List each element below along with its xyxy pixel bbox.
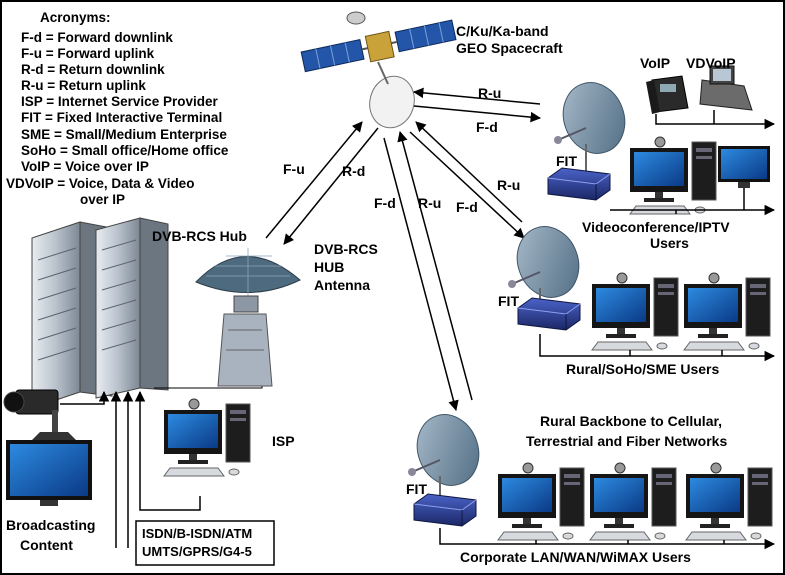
antenna-label-line3: Antenna	[314, 277, 370, 293]
legend-item-soho: SoHo = Small office/Home office	[21, 143, 229, 158]
arrow-ru-mid	[415, 121, 523, 223]
networks-box	[135, 520, 275, 566]
legend-item-isp: ISP = Internet Service Provider	[21, 94, 218, 109]
legend-item-ru: R-u = Return uplink	[21, 78, 146, 93]
link-label-fu: F-u	[283, 161, 305, 177]
fit-modem-icon	[517, 297, 581, 331]
arrow-return-downlink	[283, 127, 379, 245]
fit-label-bottom: FIT	[406, 481, 427, 497]
link-label-ru-mid: R-u	[497, 177, 520, 193]
corporate-users-label: Corporate LAN/WAN/WiMAX Users	[460, 549, 691, 565]
spacecraft-label-line1: C/Ku/Ka-band	[456, 23, 549, 39]
voip-phone-icon	[646, 75, 689, 114]
hub-label: DVB-RCS Hub	[152, 228, 247, 244]
arrow-fd-mid	[409, 131, 525, 239]
fit-label-top: FIT	[556, 153, 577, 169]
voip-network-lines	[655, 110, 776, 130]
broadcast-tv-icon	[6, 440, 92, 506]
arrow-fd-bottom	[383, 137, 459, 412]
link-label-fd-mid: F-d	[456, 199, 478, 215]
link-label-fd-top: F-d	[476, 119, 498, 135]
link-arrows	[265, 87, 542, 412]
broadcast-label-line2: Content	[20, 537, 73, 553]
voip-label: VoIP	[640, 55, 670, 71]
tv-screen-icon	[718, 146, 770, 188]
corporate-network-line	[439, 528, 776, 550]
backbone-label-line2: Terrestrial and Fiber Networks	[526, 433, 727, 449]
legend-item-sme: SME = Small/Medium Enterprise	[21, 127, 227, 142]
legend-item-fit: FIT = Fixed Interactive Terminal	[21, 110, 222, 125]
acronym-legend: Acronyms: F-d = Forward downlink F-u = F…	[6, 10, 229, 207]
hub-antenna-icon	[195, 248, 301, 387]
rural-network-line	[539, 334, 776, 362]
vdvoip-label: VDVoIP	[686, 55, 736, 71]
antenna-label-line2: HUB	[314, 259, 344, 275]
networks-label-line1: ISDN/B-ISDN/ATM	[142, 526, 252, 541]
arrow-forward-uplink	[265, 121, 363, 239]
isp-label: ISP	[272, 433, 295, 449]
backbone-label-line1: Rural Backbone to Cellular,	[540, 413, 722, 429]
link-label-ru-bottom: R-u	[418, 195, 441, 211]
arrow-fd-top	[413, 105, 542, 123]
hub-server-racks-icon	[31, 217, 169, 409]
fit-modem-icon	[547, 167, 611, 201]
legend-item-fu: F-u = Forward uplink	[21, 46, 155, 61]
legend-item-vdvoip-cont: over IP	[80, 192, 125, 207]
antenna-label-line1: DVB-RCS	[314, 241, 378, 257]
hub-input-lines	[60, 390, 201, 548]
geo-spacecraft-icon	[300, 11, 457, 129]
broadcast-label-line1: Broadcasting	[6, 517, 95, 533]
video-camera-icon	[3, 389, 76, 440]
legend-item-vdvoip: VDVoIP = Voice, Data & Video	[6, 176, 194, 191]
legend-item-rd: R-d = Return downlink	[21, 62, 165, 77]
networks-label-line2: UMTS/GPRS/G4-5	[142, 544, 252, 559]
spacecraft-label-line2: GEO Spacecraft	[456, 40, 563, 56]
video-users-label-line1: Videoconference/IPTV	[582, 219, 730, 235]
link-label-rd: R-d	[342, 163, 365, 179]
rural-users-label: Rural/SoHo/SME Users	[566, 361, 719, 377]
vdvoip-phone-icon	[699, 65, 753, 111]
fit-modem-icon	[413, 493, 477, 527]
legend-item-fd: F-d = Forward downlink	[21, 30, 173, 45]
link-label-ru-top: R-u	[478, 85, 501, 101]
legend-title: Acronyms:	[40, 10, 111, 25]
arrow-ru-top	[412, 87, 541, 105]
video-users-label-line2: Users	[650, 235, 689, 251]
arrow-ru-bottom	[397, 130, 473, 401]
link-label-fd-bottom: F-d	[374, 195, 396, 211]
fit-label-mid: FIT	[498, 293, 519, 309]
legend-item-voip: VoIP = Voice over IP	[21, 159, 149, 174]
